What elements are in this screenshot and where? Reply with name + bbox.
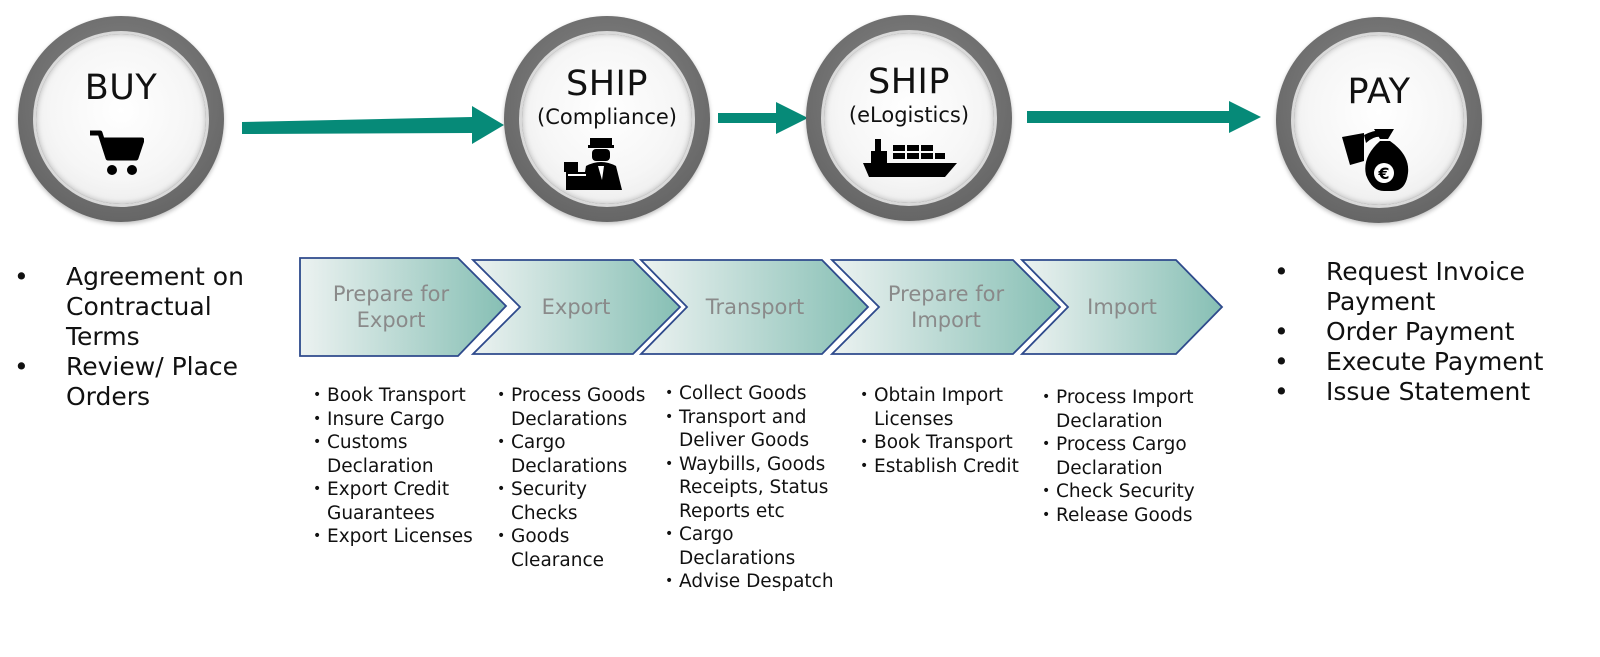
buy-task-list: Agreement on Contractual Terms Review/ P… [10,262,250,412]
flow-arrow-ship-to-pay [1027,101,1261,133]
chevron-label: Prepare for Export [332,282,450,332]
stage-title: BUY [84,68,158,108]
stage-title: SHIP [868,62,950,102]
list-item: Request Invoice Payment [1270,257,1570,317]
chevron-export [470,259,682,355]
list-item: Obtain Import Licenses [860,384,1035,431]
chevron-label: Import [1087,295,1157,319]
stage-title: SHIP [566,64,648,104]
prepare-for-export-task-list: Book Transport Insure Cargo Customs Decl… [313,384,485,549]
list-item: Book Transport [313,384,485,408]
list-item: Export Licenses [313,525,485,549]
list-item: Process Import Declaration [1042,386,1217,433]
transport-task-list: Collect Goods Transport and Deliver Good… [665,382,845,594]
list-item: Security Checks [497,478,647,525]
chevron-import [1019,259,1224,355]
list-item: Customs Declaration [313,431,485,478]
pay-task-list: Request Invoice Payment Order Payment Ex… [1270,257,1570,407]
stage-subtitle: (eLogistics) [848,103,970,127]
list-item: Insure Cargo [313,408,485,432]
stage-pay: PAY € [1276,17,1482,223]
stage-buy: BUY [18,16,224,222]
list-item: Cargo Declarations [665,523,845,570]
customs-officer-icon [564,138,622,190]
list-item: Review/ Place Orders [10,352,250,412]
chevron-label: Prepare for Import [887,282,1005,332]
prepare-for-import-task-list: Obtain Import Licenses Book Transport Es… [860,384,1035,478]
stage-title: PAY [1347,72,1411,112]
import-task-list: Process Import Declaration Process Cargo… [1042,386,1217,527]
chevron-label: Transport [705,295,805,319]
stage-subtitle: (Compliance) [537,105,677,129]
list-item: Export Credit Guarantees [313,478,485,525]
stage-ship-compliance: SHIP (Compliance) [504,16,710,222]
list-item: Release Goods [1042,504,1217,528]
list-item: Advise Despatch [665,570,845,594]
list-item: Collect Goods [665,382,845,406]
flow-arrow-compliance-to-elogistics [718,102,808,134]
list-item: Process Cargo Declaration [1042,433,1217,480]
list-item: Waybills, Goods Receipts, Status Reports… [665,453,845,524]
euro-money-bag-icon: € [1342,129,1409,191]
chevron-transport [638,259,870,355]
list-item: Goods Clearance [497,525,647,572]
list-item: Execute Payment [1270,347,1570,377]
list-item: Establish Credit [860,455,1035,479]
list-item: Check Security [1042,480,1217,504]
list-item: Agreement on Contractual Terms [10,262,250,352]
cargo-ship-icon [863,139,957,177]
svg-text:€: € [1377,164,1389,183]
export-task-list: Process Goods Declarations Cargo Declara… [497,384,647,572]
list-item: Transport and Deliver Goods [665,406,845,453]
chevron-prepare-for-export [299,257,508,357]
chevron-label: Export [541,295,611,319]
shopping-cart-icon [90,130,144,175]
chevron-prepare-for-import [829,259,1062,355]
list-item: Cargo Declarations [497,431,647,478]
flow-arrow-buy-to-ship [242,106,504,144]
list-item: Process Goods Declarations [497,384,647,431]
list-item: Issue Statement [1270,377,1570,407]
list-item: Book Transport [860,431,1035,455]
list-item: Order Payment [1270,317,1570,347]
stage-ship-elogistics: SHIP (eLogistics) [806,15,1012,221]
